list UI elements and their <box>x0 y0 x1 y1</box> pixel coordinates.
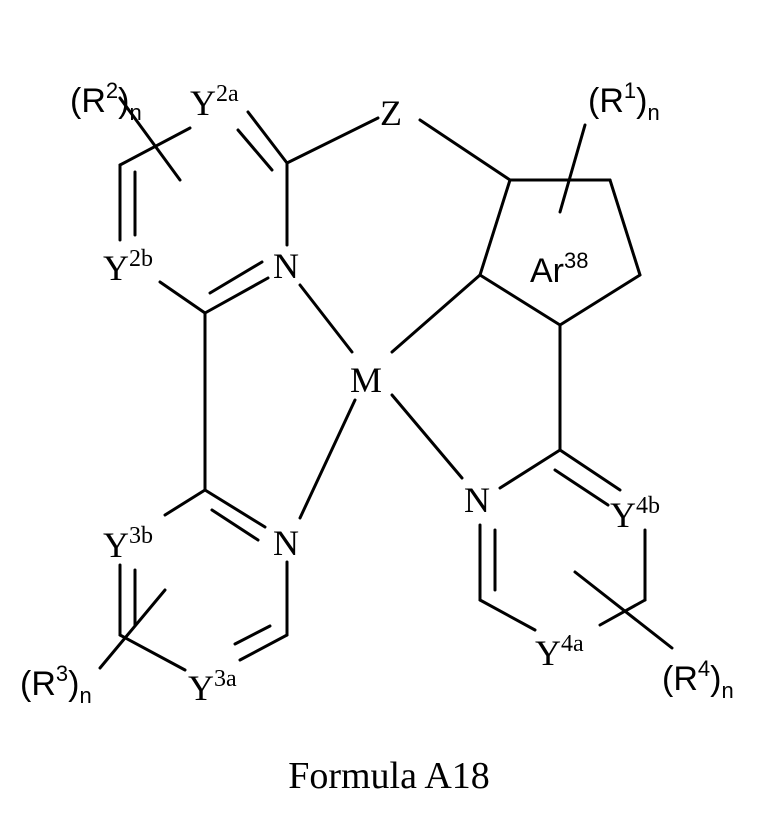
substituent-r3: (R3)n <box>20 661 92 708</box>
bond <box>500 450 560 488</box>
atom-y2b: Y2b <box>103 246 153 288</box>
atom-y3b: Y3b <box>103 523 153 565</box>
atom-y4b: Y4b <box>610 493 660 535</box>
atom-m: M <box>350 360 382 400</box>
bond <box>160 282 205 313</box>
r1-bond <box>560 125 585 212</box>
r3-bond <box>100 590 165 668</box>
bond <box>235 626 270 644</box>
bond <box>480 180 510 275</box>
bond <box>210 262 262 293</box>
atom-n1: N <box>273 246 299 286</box>
atom-y2a: Y2a <box>190 81 239 123</box>
atom-y4a: Y4a <box>535 631 584 673</box>
bond <box>120 635 185 670</box>
bond <box>287 118 378 163</box>
bonds <box>100 98 672 670</box>
bond <box>205 278 268 313</box>
substituent-r4: (R4)n <box>662 656 734 703</box>
bond <box>248 112 287 163</box>
atom-z: Z <box>380 93 402 133</box>
bond <box>560 275 640 325</box>
atom-n3: N <box>464 480 490 520</box>
bond <box>392 395 462 478</box>
substituent-r2: (R2)n <box>70 78 142 125</box>
bond <box>392 275 480 352</box>
bond <box>165 490 205 515</box>
bond <box>300 285 352 352</box>
bond <box>205 490 265 527</box>
substituent-r1: (R1)n <box>588 78 660 125</box>
atom-n2: N <box>273 523 299 563</box>
bond <box>212 510 258 540</box>
bond <box>560 450 620 490</box>
bond <box>420 120 510 180</box>
formula-caption: Formula A18 <box>288 755 490 797</box>
ring-ar38: Ar38 <box>530 248 588 290</box>
r4-bond <box>575 572 672 648</box>
atom-y3a: Y3a <box>188 666 237 708</box>
bond <box>610 180 640 275</box>
bond <box>480 600 535 630</box>
bond <box>300 400 355 518</box>
